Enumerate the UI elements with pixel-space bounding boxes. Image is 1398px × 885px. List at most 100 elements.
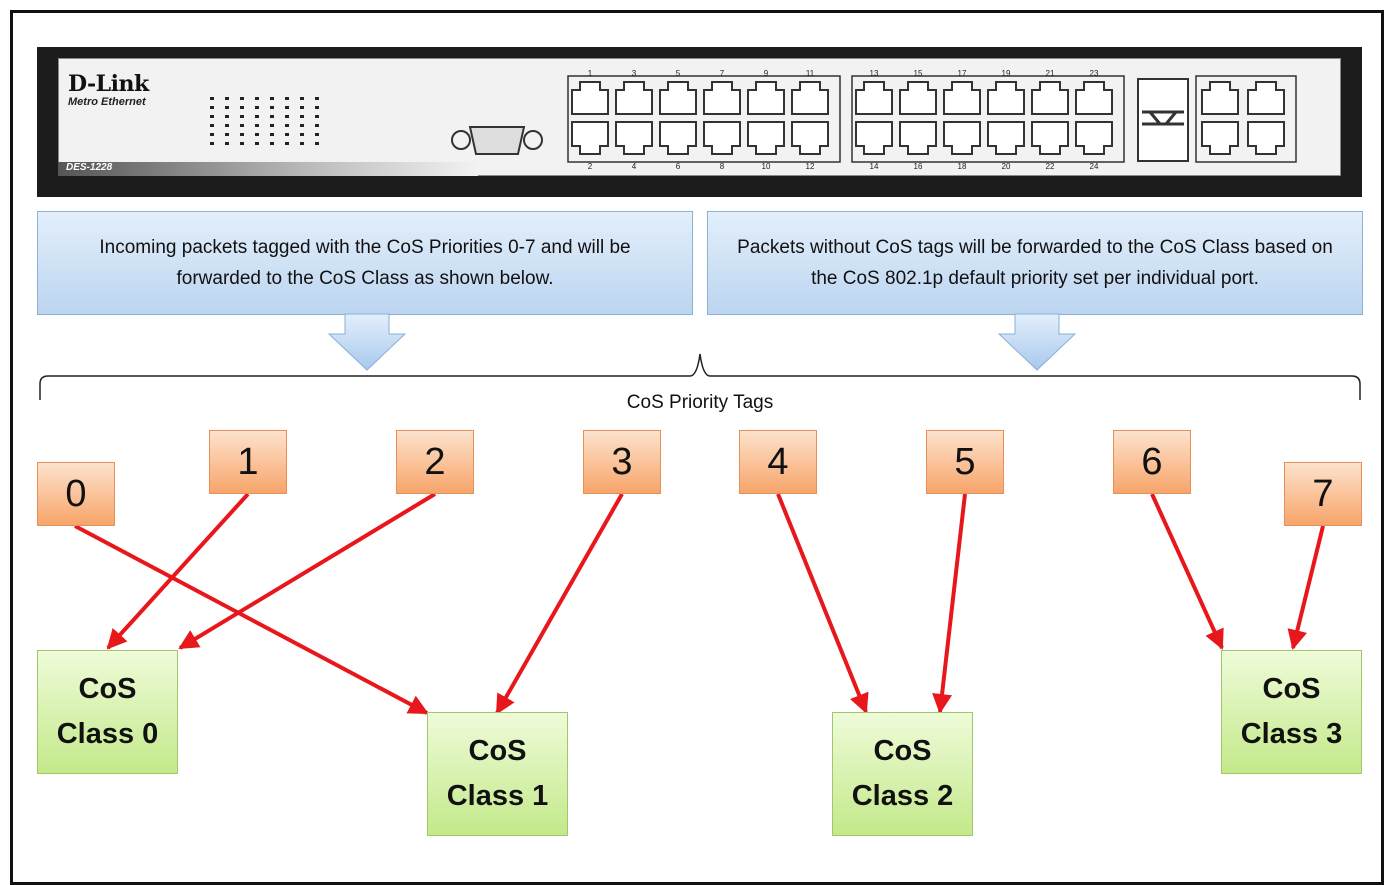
port-number-top: 1 bbox=[588, 69, 593, 78]
mapping-arrow-tag-5 bbox=[932, 493, 967, 714]
port-number-bottom: 12 bbox=[806, 162, 815, 171]
cos-class-2-line1: CoS bbox=[873, 735, 932, 767]
rj45-port-icon bbox=[703, 121, 741, 155]
led-indicator bbox=[210, 124, 214, 127]
rj45-port-icon bbox=[1247, 121, 1285, 155]
rj45-port-icon bbox=[1031, 121, 1069, 155]
mapping-arrow-tag-7 bbox=[1287, 525, 1325, 650]
rj45-port-icon bbox=[571, 121, 609, 155]
port-number-bottom: 16 bbox=[914, 162, 923, 171]
led-indicator bbox=[255, 106, 259, 109]
led-indicator bbox=[315, 115, 319, 118]
led-indicator bbox=[270, 115, 274, 118]
priority-tag-5: 5 bbox=[926, 430, 1004, 494]
port-number-top: 11 bbox=[806, 69, 815, 78]
callout-tagged-text: Incoming packets tagged with the CoS Pri… bbox=[99, 237, 631, 289]
led-indicator bbox=[315, 97, 319, 100]
port-number-top: 7 bbox=[720, 69, 725, 78]
priority-tag-3: 3 bbox=[583, 430, 661, 494]
switch-model-strip: DES-1228 bbox=[58, 162, 478, 176]
cos-class-1-line2: Class 1 bbox=[446, 780, 549, 812]
cos-class-3-line2: Class 3 bbox=[1240, 718, 1343, 750]
led-indicator bbox=[210, 97, 214, 100]
rj45-port-icon bbox=[855, 121, 893, 155]
port-number-bottom: 2 bbox=[588, 162, 593, 171]
cos-class-0-line1: CoS bbox=[78, 673, 137, 705]
cos-class-1-line1: CoS bbox=[468, 735, 527, 767]
rj45-port-icon bbox=[855, 81, 893, 115]
priority-tag-0: 0 bbox=[37, 462, 115, 526]
port-number-top: 3 bbox=[632, 69, 637, 78]
callout-left-arrow bbox=[327, 313, 407, 371]
rj45-port-icon bbox=[791, 81, 829, 115]
led-indicator bbox=[285, 97, 289, 100]
led-indicator bbox=[300, 142, 304, 145]
port-number-bottom: 10 bbox=[762, 162, 771, 171]
rj45-port-icon bbox=[1201, 81, 1239, 115]
led-indicator bbox=[225, 97, 229, 100]
rj45-port-icon bbox=[1247, 81, 1285, 115]
led-indicator bbox=[285, 142, 289, 145]
port-number-bottom: 6 bbox=[676, 162, 681, 171]
port-number-bottom: 8 bbox=[720, 162, 725, 171]
led-indicator bbox=[210, 106, 214, 109]
mapping-arrow-tag-6 bbox=[1150, 493, 1224, 650]
rj45-port-icon bbox=[1031, 81, 1069, 115]
led-indicator bbox=[240, 106, 244, 109]
port-number-top: 5 bbox=[676, 69, 681, 78]
led-indicator bbox=[315, 124, 319, 127]
cos-class-3-box: CoS Class 3 bbox=[1221, 650, 1362, 774]
mapping-arrow-tag-4 bbox=[776, 493, 869, 714]
led-indicator bbox=[225, 124, 229, 127]
switch-brand: D-Link bbox=[68, 71, 149, 97]
rj45-port-icon bbox=[1075, 121, 1113, 155]
rj45-port-icon bbox=[943, 121, 981, 155]
callout-tagged-packets: Incoming packets tagged with the CoS Pri… bbox=[37, 211, 693, 315]
led-indicator bbox=[255, 115, 259, 118]
led-indicator bbox=[210, 115, 214, 118]
switch-model: DES-1228 bbox=[66, 162, 113, 173]
port-number-bottom: 18 bbox=[958, 162, 967, 171]
priority-tag-6: 6 bbox=[1113, 430, 1191, 494]
led-indicator bbox=[225, 106, 229, 109]
combo-slot-icon bbox=[1137, 78, 1189, 162]
rj45-port-icon bbox=[615, 81, 653, 115]
rj45-port-icon bbox=[1201, 121, 1239, 155]
led-indicator bbox=[270, 97, 274, 100]
callout-right-arrow bbox=[997, 313, 1077, 371]
led-indicator bbox=[225, 142, 229, 145]
led-indicator bbox=[300, 106, 304, 109]
port-number-top: 13 bbox=[870, 69, 879, 78]
cos-class-3-line1: CoS bbox=[1262, 673, 1321, 705]
brace-label: CoS Priority Tags bbox=[626, 392, 774, 413]
led-indicator bbox=[300, 133, 304, 136]
led-indicator bbox=[225, 115, 229, 118]
priority-tag-1: 1 bbox=[209, 430, 287, 494]
mapping-arrow-tag-0 bbox=[74, 524, 429, 715]
led-indicator bbox=[255, 97, 259, 100]
port-number-bottom: 14 bbox=[870, 162, 879, 171]
led-indicator bbox=[240, 133, 244, 136]
port-number-bottom: 20 bbox=[1002, 162, 1011, 171]
rj45-port-icon bbox=[899, 121, 937, 155]
led-indicator bbox=[285, 133, 289, 136]
rj45-port-icon bbox=[987, 121, 1025, 155]
rj45-port-icon bbox=[791, 121, 829, 155]
rj45-port-icon bbox=[987, 81, 1025, 115]
led-indicator bbox=[270, 142, 274, 145]
led-indicator bbox=[210, 142, 214, 145]
rj45-port-icon bbox=[703, 81, 741, 115]
led-indicator bbox=[300, 124, 304, 127]
port-number-top: 21 bbox=[1046, 69, 1055, 78]
led-indicator bbox=[240, 97, 244, 100]
rj45-port-icon bbox=[615, 121, 653, 155]
rj45-port-icon bbox=[659, 121, 697, 155]
mapping-arrow-tag-1 bbox=[106, 492, 250, 650]
led-indicator bbox=[255, 124, 259, 127]
combo-group-outline bbox=[1195, 75, 1297, 163]
led-indicator bbox=[300, 115, 304, 118]
switch-brand-subtitle: Metro Ethernet bbox=[68, 96, 146, 108]
cos-class-2-line2: Class 2 bbox=[851, 780, 954, 812]
